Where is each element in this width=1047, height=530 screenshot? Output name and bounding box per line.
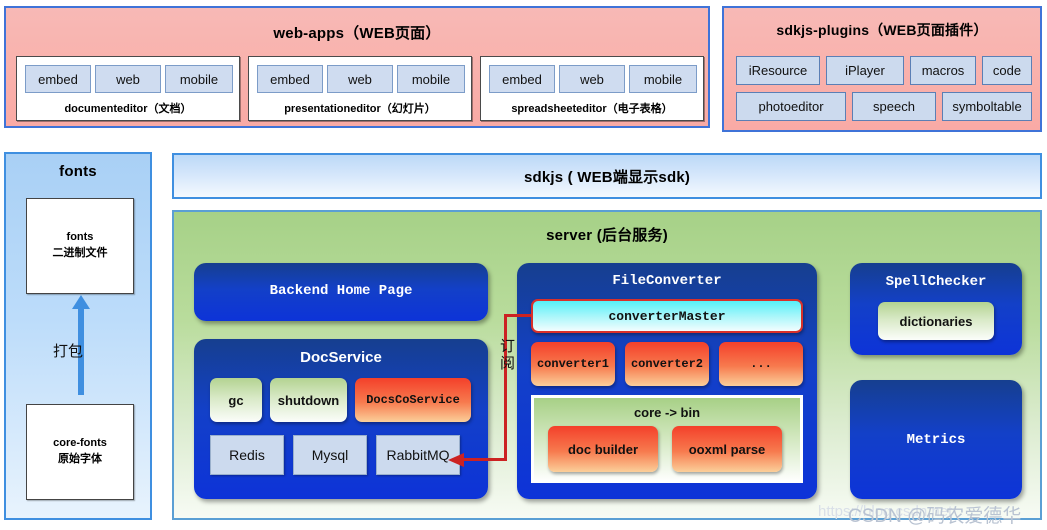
documenteditor-group: embed web mobile documenteditor（文档） [16,56,240,121]
connector-segment-top [504,314,531,317]
chip-presentationeditor-web[interactable]: web [327,65,393,93]
backend-home-page-title: Backend Home Page [269,283,413,299]
docservice-gc[interactable]: gc [210,378,262,422]
watermark-url: https://blog.csdn.net [818,503,953,520]
docservice-rabbitmq[interactable]: RabbitMQ [376,435,460,475]
sdkjs-bar: sdkjs ( WEB端显示sdk) [172,153,1042,199]
connector-arrowhead-icon [448,452,464,468]
packaging-arrow-icon [72,295,90,395]
docservice-box: DocService gc shutdown DocsCoService Red… [194,339,488,499]
spreadsheeteditor-group: embed web mobile spreadsheeteditor（电子表格） [480,56,704,121]
connector-segment-bottom [462,458,507,461]
chip-presentationeditor-mobile[interactable]: mobile [397,65,465,93]
presentationeditor-group: embed web mobile presentationeditor（幻灯片） [248,56,472,121]
presentationeditor-label: presentationeditor（幻灯片） [284,103,436,115]
spellchecker-title: SpellChecker [885,274,987,290]
watermark-text: CSDN @码农爱德华 [848,506,1022,527]
core-fonts-line2: 原始字体 [58,453,102,465]
plugin-macros[interactable]: macros [910,56,976,85]
core-bin-label: core -> bin [633,405,701,420]
converter2-box[interactable]: converter2 [625,342,709,386]
plugin-symboltable[interactable]: symboltable [942,92,1032,121]
doc-builder-box[interactable]: doc builder [548,426,658,472]
docservice-shutdown[interactable]: shutdown [270,378,347,422]
chip-presentationeditor-embed[interactable]: embed [257,65,323,93]
fileconverter-title: FileConverter [612,273,722,289]
converter-more-box[interactable]: ... [719,342,803,386]
fonts-binary-line2: 二进制文件 [52,247,108,259]
converter1-box[interactable]: converter1 [531,342,615,386]
fonts-binary-box: fonts 二进制文件 [26,198,134,294]
server-title: server (后台服务) [546,227,668,244]
core-bin-box: core -> bin doc builder ooxml parse [531,395,803,483]
sdkjs-title: sdkjs ( WEB端显示sdk) [523,168,691,186]
web-apps-panel: web-apps（WEB页面） embed web mobile documen… [4,6,710,128]
connector-label: 订阅 [498,338,515,372]
fonts-title: fonts [59,163,97,180]
plugin-photoeditor[interactable]: photoeditor [736,92,846,121]
sdkjs-plugins-panel: sdkjs-plugins（WEB页面插件） iResource iPlayer… [722,6,1042,132]
fonts-panel: fonts fonts 二进制文件 打包 core-fonts 原始字体 [4,152,152,520]
plugin-speech[interactable]: speech [852,92,936,121]
docservice-docscoservice[interactable]: DocsCoService [355,378,471,422]
chip-documenteditor-mobile[interactable]: mobile [165,65,233,93]
docservice-redis[interactable]: Redis [210,435,284,475]
chip-spreadsheeteditor-web[interactable]: web [559,65,625,93]
docservice-title: DocService [300,349,382,366]
sdkjs-plugins-title: sdkjs-plugins（WEB页面插件） [776,22,988,38]
server-panel: server (后台服务) Backend Home Page DocServi… [172,210,1042,520]
chip-spreadsheeteditor-mobile[interactable]: mobile [629,65,697,93]
chip-documenteditor-web[interactable]: web [95,65,161,93]
plugin-code[interactable]: code [982,56,1032,85]
metrics-box[interactable]: Metrics [850,380,1022,499]
packaging-arrow-label: 打包 [53,343,84,360]
core-fonts-box: core-fonts 原始字体 [26,404,134,500]
spellchecker-box: SpellChecker dictionaries [850,263,1022,355]
documenteditor-label: documenteditor（文档） [64,103,192,115]
converter-master-box[interactable]: converterMaster [531,299,803,333]
fileconverter-box: FileConverter converterMaster converter1… [517,263,817,499]
backend-home-page-box[interactable]: Backend Home Page [194,263,488,321]
spreadsheeteditor-label: spreadsheeteditor（电子表格） [511,103,673,115]
metrics-title: Metrics [906,432,966,448]
plugin-iplayer[interactable]: iPlayer [826,56,904,85]
plugin-iresource[interactable]: iResource [736,56,820,85]
chip-spreadsheeteditor-embed[interactable]: embed [489,65,555,93]
dictionaries-box[interactable]: dictionaries [878,302,994,340]
ooxml-parse-box[interactable]: ooxml parse [672,426,782,472]
connector-segment-vertical [504,314,507,461]
chip-documenteditor-embed[interactable]: embed [25,65,91,93]
core-fonts-line1: core-fonts [53,437,107,450]
web-apps-title: web-apps（WEB页面） [273,25,441,42]
docservice-mysql[interactable]: Mysql [293,435,367,475]
fonts-binary-line1: fonts [66,231,94,244]
